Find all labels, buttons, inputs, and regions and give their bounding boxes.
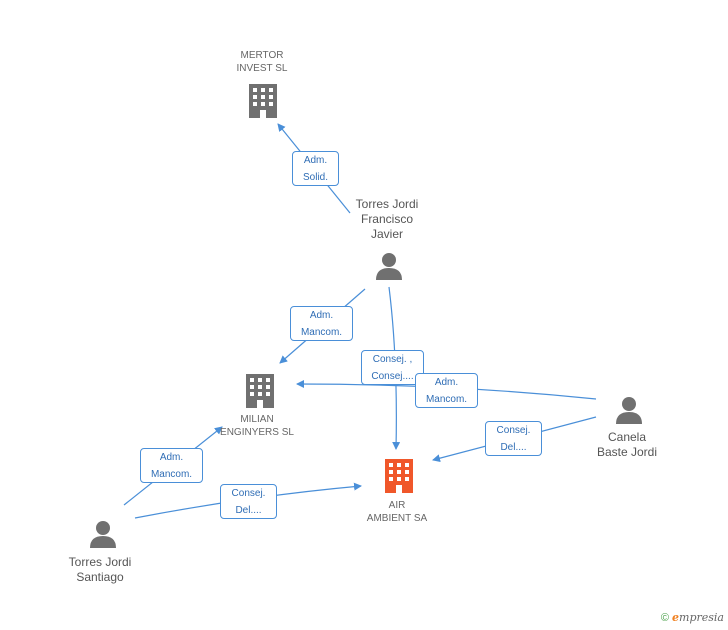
edge-label-line: Mancom. (300, 327, 343, 338)
copyright-icon: © (660, 612, 669, 624)
edge-label-line: Solid. (302, 172, 328, 183)
person-icon (616, 397, 642, 424)
edge-label-line: Adm. (309, 310, 334, 321)
person-label-torres-fj[interactable]: Torres Jordi Francisco Javier (337, 197, 437, 242)
person-icon (90, 521, 116, 548)
company-label-air[interactable]: AIR AMBIENT SA (347, 499, 447, 525)
edge-label-adm-mancom[interactable]: Adm. Mancom. (290, 306, 353, 341)
company-label-mertor[interactable]: MERTOR INVEST SL (212, 49, 312, 75)
company-label-milian[interactable]: MILIAN ENGINYERS SL (207, 413, 307, 439)
edge-label-consej-del[interactable]: Consej. Del.... (485, 421, 542, 456)
footer-brand: © empresia (661, 611, 724, 624)
label-line: Baste Jordi (596, 445, 658, 459)
edge-label-line: Mancom. (425, 394, 468, 405)
label-line: MERTOR (240, 50, 284, 61)
edge-label-line: Consej. (496, 425, 531, 436)
label-line: MILIAN (240, 414, 274, 425)
person-icon (376, 253, 402, 280)
brand-initial: e (672, 611, 680, 624)
edge-label-consej-consej[interactable]: Consej. , Consej.... (361, 350, 424, 385)
edge-label-adm-mancom[interactable]: Adm. Mancom. (140, 448, 203, 483)
label-line: Javier (370, 227, 403, 241)
label-line: Francisco (360, 212, 413, 226)
label-line: Torres Jordi (68, 555, 132, 569)
edge-label-line: Adm. (434, 377, 459, 388)
label-line: INVEST SL (236, 63, 288, 74)
label-line: ENGINYERS SL (220, 427, 294, 438)
edge-label-line: Consej.... (371, 371, 414, 382)
edge-label-adm-mancom[interactable]: Adm. Mancom. (415, 373, 478, 408)
edge-label-line: Consej. , (372, 354, 413, 365)
label-line: AMBIENT SA (366, 513, 428, 524)
person-label-canela[interactable]: Canela Baste Jordi (577, 430, 677, 460)
edge-label-line: Mancom. (150, 469, 193, 480)
label-line: Santiago (76, 570, 124, 584)
edge-label-line: Adm. (159, 452, 184, 463)
person-label-torres-s[interactable]: Torres Jordi Santiago (50, 555, 150, 585)
edge-label-line: Adm. (303, 155, 328, 166)
label-line: Canela (607, 430, 647, 444)
edge-label-line: Del.... (235, 505, 262, 516)
label-line: AIR (388, 500, 406, 511)
edge-label-line: Consej. (231, 488, 266, 499)
edge-label-line: Del.... (500, 442, 527, 453)
edge-label-consej-del[interactable]: Consej. Del.... (220, 484, 277, 519)
edge-label-adm-solid[interactable]: Adm. Solid. (292, 151, 339, 186)
brand-logo: empresia (672, 611, 724, 624)
label-line: Torres Jordi (355, 197, 419, 211)
building-icon (249, 84, 277, 118)
building-icon (246, 374, 274, 408)
brand-name: mpresia (679, 611, 724, 624)
building-icon-highlighted (385, 459, 413, 493)
